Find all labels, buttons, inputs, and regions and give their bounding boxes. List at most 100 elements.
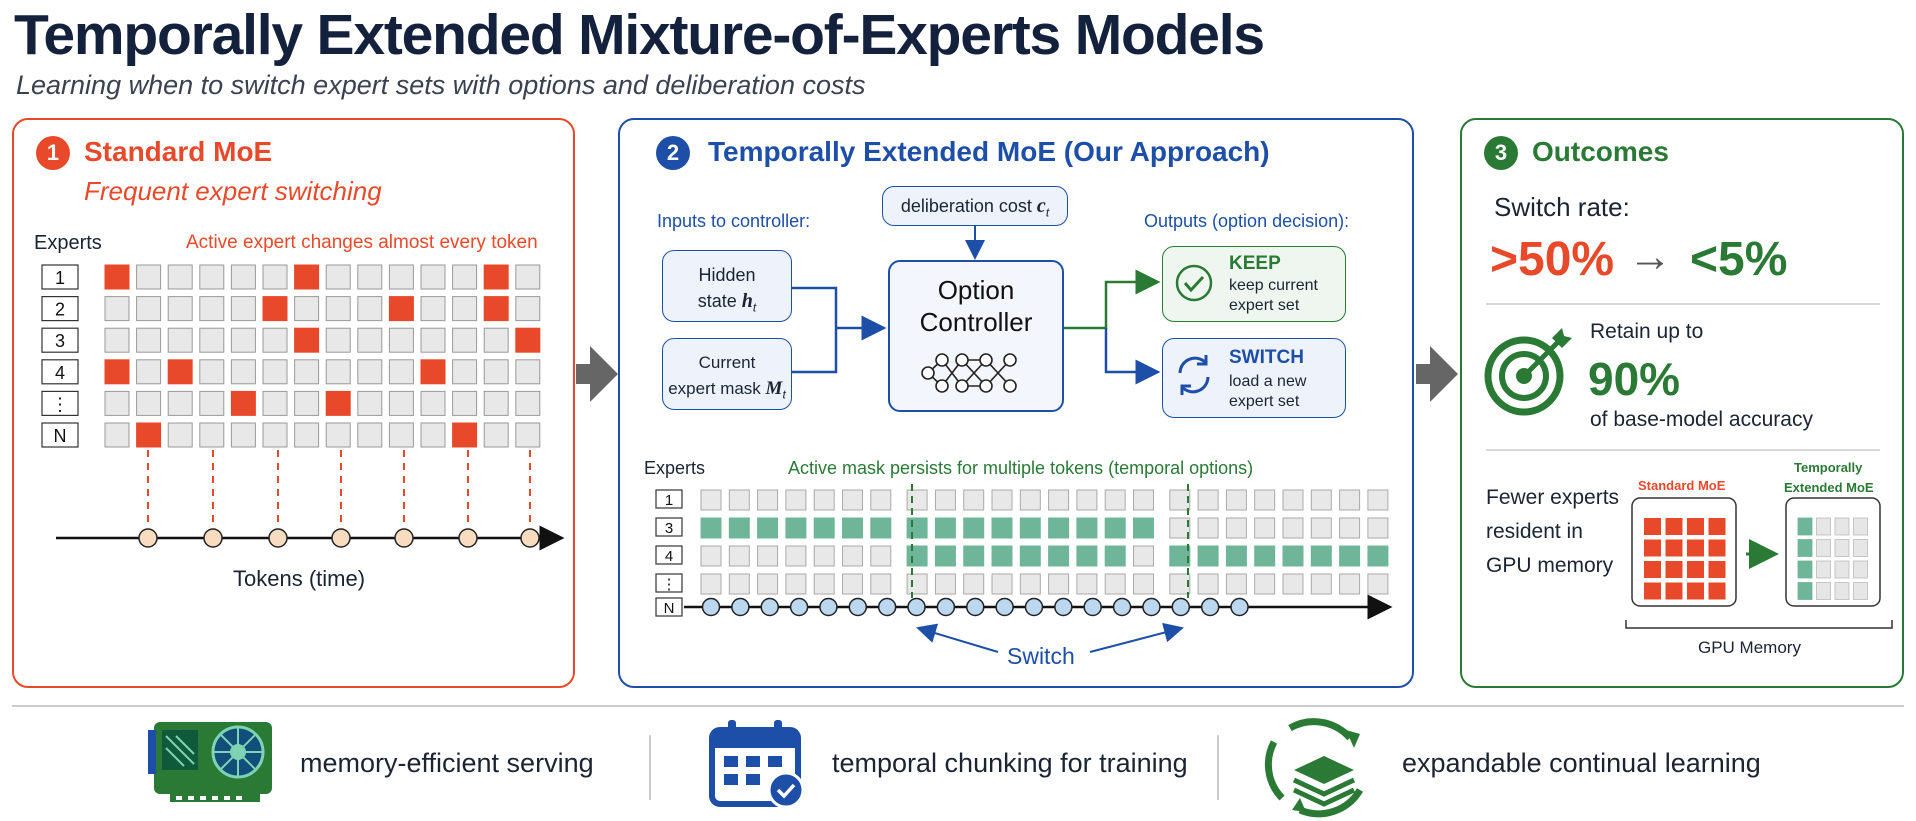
expert-cell <box>230 327 256 353</box>
gpu-expert-inactive <box>1834 539 1850 557</box>
te-row-label: N <box>664 600 675 617</box>
expert-cell <box>420 422 446 448</box>
mask-cell <box>813 573 835 595</box>
expert-cell <box>388 359 414 385</box>
mask-cell <box>1197 489 1219 511</box>
expert-cell <box>104 327 130 353</box>
active-expert-cell <box>388 296 414 322</box>
step-number-1: 1 <box>36 136 70 170</box>
expert-cell <box>230 422 256 448</box>
active-mask-cell <box>934 545 956 567</box>
panel1-experts-label: Experts <box>34 232 102 254</box>
mask-cell <box>785 489 807 511</box>
rate-arrow: → <box>1628 232 1672 281</box>
active-expert-cell <box>420 359 446 385</box>
expert-cell <box>452 390 478 416</box>
mask-cell <box>1310 517 1332 539</box>
active-expert-cell <box>294 327 320 353</box>
active-expert-cell <box>262 296 288 322</box>
expert-cell <box>452 359 478 385</box>
expert-cell <box>104 296 130 322</box>
expert-cell <box>483 359 509 385</box>
gpu-expert-standard <box>1644 582 1661 600</box>
expert-cell <box>483 327 509 353</box>
target-icon <box>1484 328 1572 416</box>
hidden-symbol: h <box>741 290 753 312</box>
te-token-node <box>1200 597 1220 617</box>
gpu-expert-inactive <box>1816 560 1831 579</box>
expert-cell <box>262 359 288 385</box>
panel2-heading: Temporally Extended MoE (Our Approach) <box>708 136 1270 167</box>
mask-cell <box>1225 573 1247 595</box>
mask-cell <box>842 573 863 595</box>
active-mask-cell <box>1104 517 1126 539</box>
mask-cell <box>1254 489 1276 511</box>
outputs-label: Outputs (option decision): <box>1144 211 1350 231</box>
mask-cell <box>1197 517 1219 539</box>
active-mask-cell <box>906 545 928 567</box>
te-row-label: 4 <box>665 548 673 565</box>
mask-cell <box>1367 489 1389 511</box>
mask-cell <box>1133 489 1154 511</box>
active-expert-cell <box>515 327 541 353</box>
te-token-node <box>1171 597 1191 617</box>
token-node <box>458 528 478 548</box>
panel1-subheading: Frequent expert switching <box>84 176 382 206</box>
gpu-expert-standard <box>1687 582 1704 600</box>
te-row-label: 3 <box>665 520 673 537</box>
expert-cell <box>325 422 351 448</box>
expert-cell <box>199 327 225 353</box>
expert-cell <box>230 264 256 290</box>
mask-cell <box>1339 489 1361 511</box>
mask-cell <box>757 489 779 511</box>
te-row-label: 1 <box>665 492 673 509</box>
mask-cell <box>1169 573 1191 595</box>
gpu-memory-label: GPU Memory <box>1698 638 1801 657</box>
hidden-subscript: t <box>752 300 757 315</box>
expert-cell <box>515 390 541 416</box>
switch-label: Switch <box>1007 643 1075 669</box>
active-mask-cell <box>1104 545 1126 567</box>
inputs-label: Inputs to controller: <box>657 211 811 231</box>
gpu-expert-inactive <box>1816 517 1831 536</box>
rate-before: >50% <box>1490 233 1615 286</box>
switch-line1: load a new <box>1229 373 1307 390</box>
expert-cell <box>199 264 225 290</box>
te-token-node <box>1142 597 1161 617</box>
expert-cell <box>357 390 383 416</box>
te-row-label-box <box>655 517 683 537</box>
gpu-expert-standard <box>1665 539 1683 557</box>
active-mask-cell <box>1254 545 1276 567</box>
mask-cell <box>1169 517 1191 539</box>
te-token-node <box>1054 597 1073 617</box>
mask-cell <box>757 573 779 595</box>
active-expert-cell <box>483 264 509 290</box>
te-token-node <box>966 597 985 617</box>
persist-note: Active mask persists for multiple tokens… <box>788 458 1254 478</box>
expert-cell <box>230 296 256 322</box>
te-token-node <box>701 597 721 617</box>
active-expert-cell <box>136 422 162 448</box>
mask-cell <box>1019 573 1041 595</box>
expert-cell <box>420 390 446 416</box>
active-mask-cell <box>785 517 807 539</box>
gpu-expert-inactive <box>1853 539 1868 557</box>
expert-row-label-box <box>41 359 79 385</box>
fewer-line1: Fewer experts <box>1486 486 1620 509</box>
expert-row-label-box <box>41 327 79 353</box>
panel1-note: Active expert changes almost every token <box>186 232 538 253</box>
expert-cell <box>230 359 256 385</box>
mask-cell <box>1197 573 1219 595</box>
mask-cell <box>963 573 985 595</box>
current-mask-box: Current expert mask Mt <box>662 338 792 410</box>
deliberation-cost-text: deliberation cost <box>900 196 1037 216</box>
page-title: Temporally Extended Mixture-of-Experts M… <box>14 3 1265 67</box>
expert-cell <box>515 359 541 385</box>
mask-cell <box>842 489 863 511</box>
mask-cell <box>1339 517 1361 539</box>
controller-line2: Controller <box>919 307 1033 337</box>
gpu-expert-active <box>1797 560 1813 579</box>
mask-cell <box>1254 573 1276 595</box>
gpu-expert-standard <box>1708 518 1726 535</box>
expert-cell <box>199 359 225 385</box>
